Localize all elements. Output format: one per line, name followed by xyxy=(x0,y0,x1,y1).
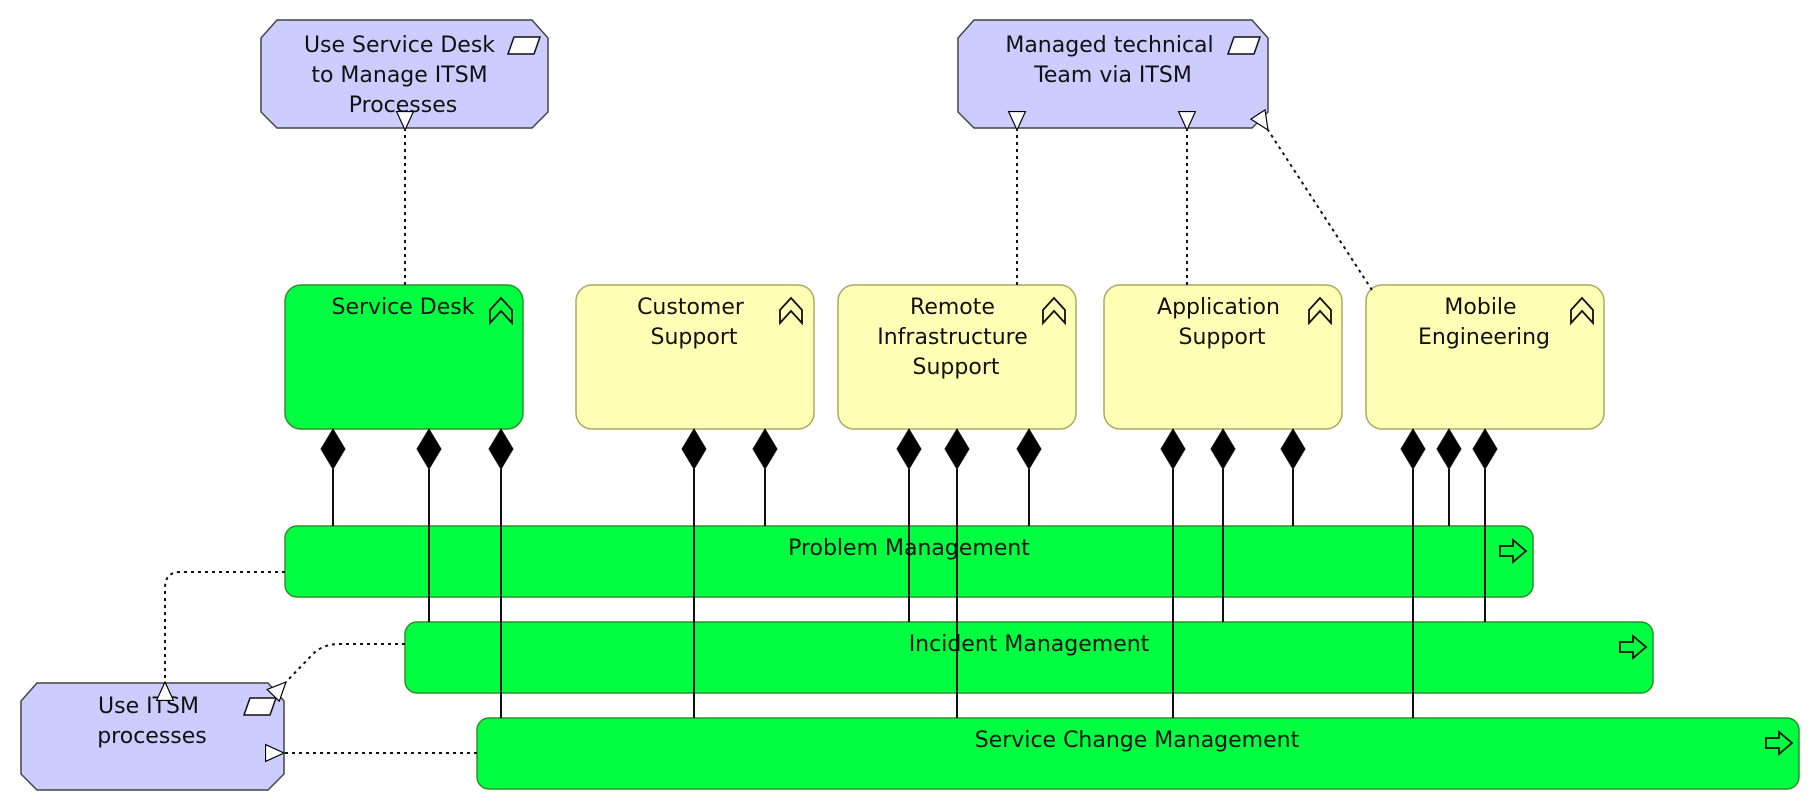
goal-service-desk[interactable]: Use Service Desk to Manage ITSM Processe… xyxy=(260,19,549,129)
role-chevron-icon xyxy=(1570,296,1594,326)
goal-icon xyxy=(1226,36,1262,55)
role-chevron-icon xyxy=(1042,296,1066,326)
realization-connectors xyxy=(165,130,1373,753)
role-label: Remote xyxy=(910,295,995,320)
role-remote-infrastructure[interactable]: Remote Infrastructure Support xyxy=(837,284,1077,430)
process-service-change-management[interactable]: Service Change Management xyxy=(476,717,1800,790)
role-label: Support xyxy=(1179,325,1266,350)
process-incident-management[interactable]: Incident Management xyxy=(404,621,1654,694)
process-arrow-icon xyxy=(1765,730,1794,756)
role-chevron-icon xyxy=(489,296,513,326)
process-arrow-icon xyxy=(1619,634,1648,660)
role-label: Support xyxy=(651,325,738,350)
role-label: Application xyxy=(1157,295,1280,320)
goal-line: Processes xyxy=(349,93,457,118)
process-label: Service Change Management xyxy=(975,728,1300,753)
role-label: Support xyxy=(913,355,1000,380)
goal-use-itsm[interactable]: Use ITSM processes xyxy=(20,682,285,791)
process-arrow-icon xyxy=(1499,538,1528,564)
goal-line: Managed technical xyxy=(1005,33,1213,58)
goal-line: Use Service Desk xyxy=(304,33,495,58)
role-label: Infrastructure xyxy=(877,325,1028,350)
goal-icon xyxy=(506,36,542,55)
svg-text:Use Service Desk to Mana: Use Service Desk to Manage ITSM Processe… xyxy=(304,33,502,118)
role-mobile-engineering[interactable]: Mobile Engineering xyxy=(1365,284,1605,430)
svg-text:Managed technical Team v: Managed technical Team via ITSM xyxy=(1005,33,1220,88)
goal-line: Use ITSM xyxy=(98,694,199,719)
goal-line: processes xyxy=(97,724,207,749)
role-label: Mobile xyxy=(1444,295,1516,320)
svg-text:Remote Infrastructure: Remote Infrastructure Support xyxy=(877,295,1035,380)
role-label: Engineering xyxy=(1418,325,1550,350)
svg-text:Service Desk: Service Desk xyxy=(332,295,475,320)
process-label: Incident Management xyxy=(909,632,1150,657)
svg-text:Application Support: Application Support xyxy=(1157,295,1287,350)
svg-text:Customer Support: Customer Support xyxy=(637,295,751,350)
goal-managed-team[interactable]: Managed technical Team via ITSM xyxy=(957,19,1269,129)
goal-icon xyxy=(242,697,278,716)
svg-text:Mobile Engineering: Mobile Engineering xyxy=(1418,295,1550,350)
role-label: Service Desk xyxy=(332,295,475,320)
role-service-desk[interactable]: Service Desk xyxy=(284,284,524,430)
composition-lines xyxy=(332,469,1486,718)
goal-line: to Manage ITSM xyxy=(311,63,487,88)
realization-incident-itsm xyxy=(286,643,405,682)
realization-mobile-goal xyxy=(1268,130,1373,291)
composition-diamonds xyxy=(320,428,1498,470)
role-customer-support[interactable]: Customer Support xyxy=(575,284,815,430)
role-label: Customer xyxy=(637,295,745,320)
role-application-support[interactable]: Application Support xyxy=(1103,284,1343,430)
realization-problem-itsm xyxy=(165,571,285,682)
role-chevron-icon xyxy=(1308,296,1332,326)
role-chevron-icon xyxy=(779,296,803,326)
goal-line: Team via ITSM xyxy=(1033,63,1192,88)
svg-text:Use ITSM processes: Use ITSM processes xyxy=(97,694,207,749)
